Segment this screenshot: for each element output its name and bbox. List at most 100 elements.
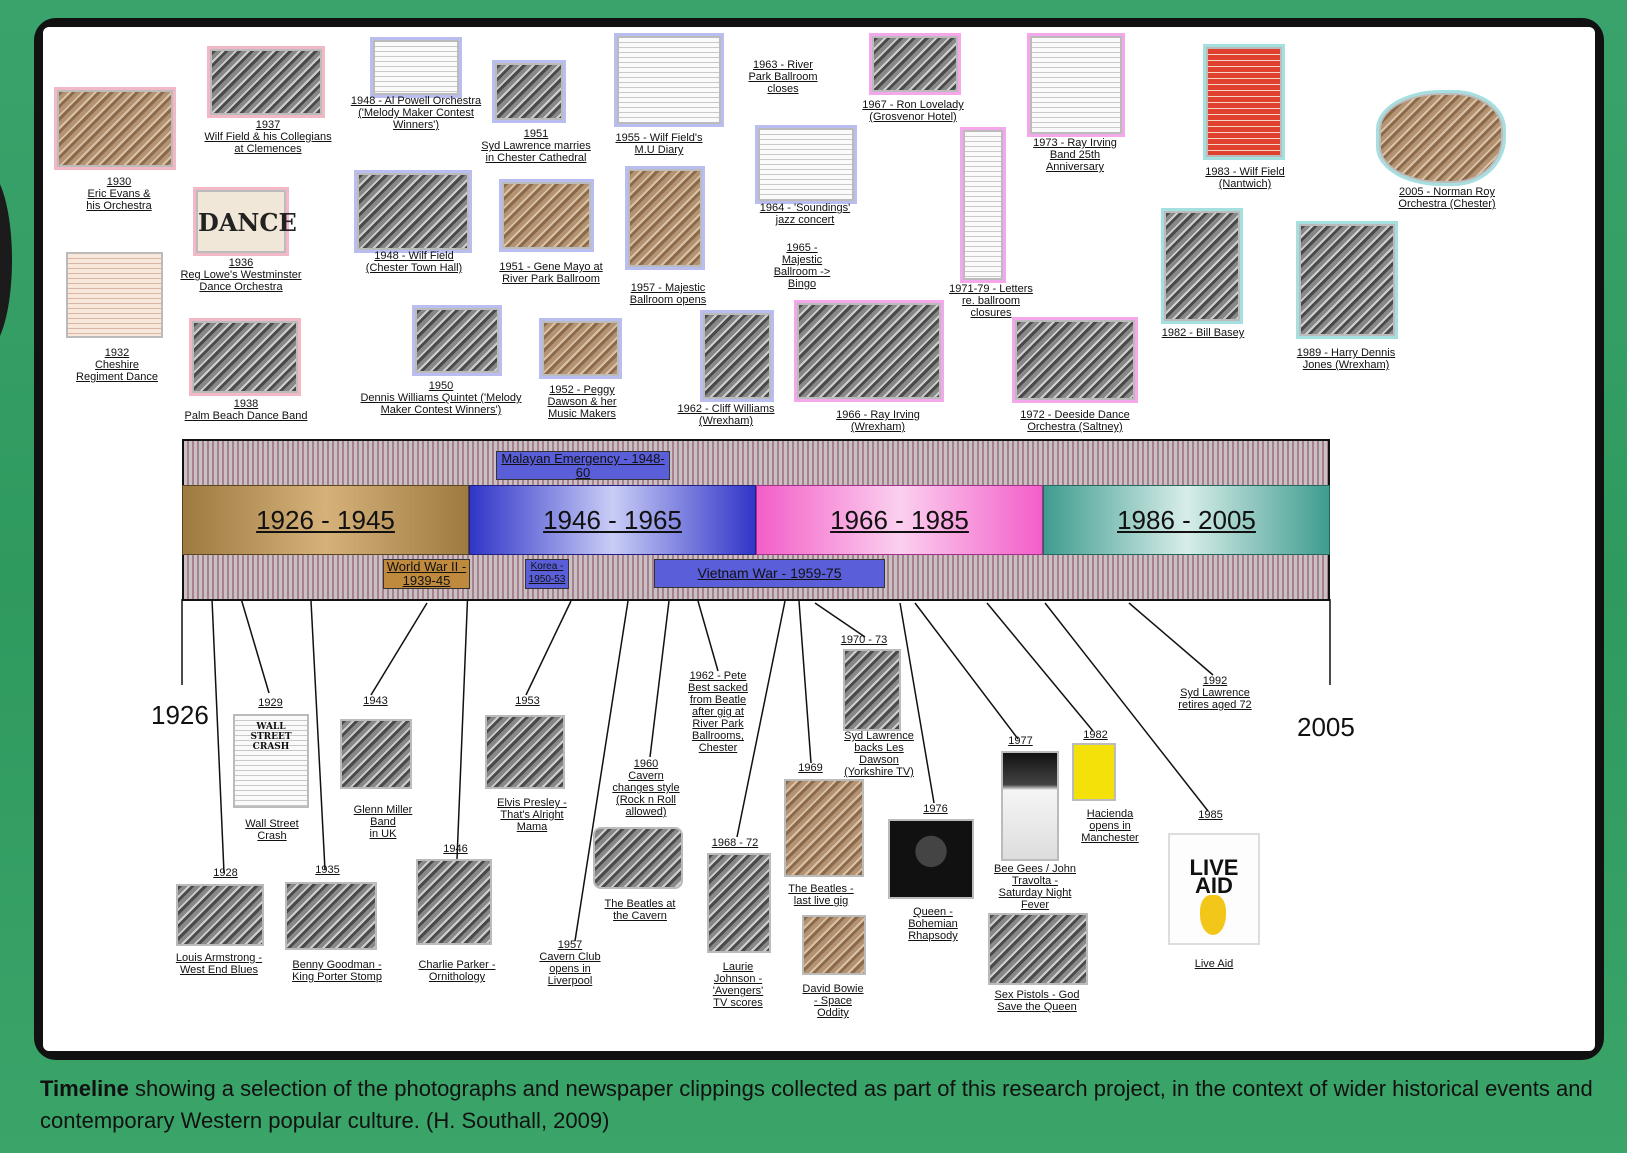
caption-1943: Glenn Miller Band in UK xyxy=(353,804,413,840)
label-1962-cliff-williams: 1962 - Cliff Williams (Wrexham) xyxy=(677,403,775,427)
conn-1946 xyxy=(456,586,469,860)
label-1971: 1971-79 - Letters re. ballroom closures xyxy=(949,283,1033,319)
caption-1976: Queen - Bohemian Rhapsody xyxy=(908,906,958,942)
label-1966: 1966 - Ray Irving (Wrexham) xyxy=(836,409,920,433)
label-1950: 1950 Dennis Williams Quintet ('Melody Ma… xyxy=(360,380,522,416)
year-1946: 1946 xyxy=(443,843,468,855)
year-1970: 1970 - 73 xyxy=(840,634,888,646)
photo-2005-norman-roy xyxy=(1379,93,1503,183)
conn-1960 xyxy=(649,600,670,758)
caption-1982: Hacienda opens in Manchester xyxy=(1081,808,1139,844)
label-1957: 1957 - Majestic Ballroom opens xyxy=(629,282,707,306)
era-1926-1945: 1926 - 1945 xyxy=(182,485,469,555)
photo-1962-cliff-williams xyxy=(703,313,771,399)
conn-1929 xyxy=(239,594,270,694)
event-korea: Korea - 1950-53 xyxy=(525,559,569,589)
photo-1951-gene-mayo xyxy=(502,182,591,249)
photo-1973-newspaper xyxy=(1030,36,1122,134)
figure-caption: Timeline showing a selection of the phot… xyxy=(40,1073,1600,1137)
label-1989: 1989 - Harry Dennis Jones (Wrexham) xyxy=(1296,347,1396,371)
caption-1969: The Beatles - last live gig xyxy=(788,883,854,907)
photo-david-bowie xyxy=(802,915,866,975)
caption-1962-pete-best: 1962 - Pete Best sacked from Beatle afte… xyxy=(688,670,748,754)
event-vietnam-war: Vietnam War - 1959-75 xyxy=(654,559,885,588)
photo-1952 xyxy=(542,321,619,376)
axis-end-year: 2005 xyxy=(1297,712,1355,742)
caption-1977: Bee Gees / John Travolta - Saturday Nigh… xyxy=(994,863,1076,911)
conn-1928 xyxy=(211,598,225,874)
label-1938: 1938 Palm Beach Dance Band xyxy=(184,398,308,422)
caption-1928: Louis Armstrong - West End Blues xyxy=(175,952,263,976)
photo-1966-ray-irving xyxy=(797,303,941,399)
year-1977: 1977 xyxy=(1008,735,1033,747)
photo-1938 xyxy=(192,321,298,393)
photo-1967-ron-lovelady xyxy=(872,36,958,92)
year-1929: 1929 xyxy=(258,697,283,709)
photo-1989-harry-dennis xyxy=(1299,224,1395,336)
label-1965: 1965 - Majestic Ballroom -> Bingo xyxy=(773,242,831,290)
photo-1982-bill-basey xyxy=(1164,211,1240,321)
photo-laurie-johnson xyxy=(707,853,771,953)
label-1973: 1973 - Ray Irving Band 25th Anniversary xyxy=(1033,137,1117,173)
conn-1982 xyxy=(986,602,1094,732)
timeline-panel: 1930 Eric Evans & his Orchestra 1932 Che… xyxy=(43,27,1595,1051)
label-1948-al-powell: 1948 - Al Powell Orchestra ('Melody Make… xyxy=(350,95,482,131)
photo-beatles-last-gig xyxy=(784,779,864,877)
year-1943: 1943 xyxy=(363,695,388,707)
conn-1962 xyxy=(697,600,719,672)
guitar-africa-icon xyxy=(1200,895,1226,935)
conn-1969 xyxy=(798,600,812,764)
caption-1953: Elvis Presley - That's Alright Mama xyxy=(497,797,567,833)
photo-benny-goodman xyxy=(285,882,377,950)
caption-1946: Charlie Parker - Ornithology xyxy=(418,959,496,983)
edge-decoration xyxy=(0,170,12,350)
caption-1957: 1957 Cavern Club opens in Liverpool xyxy=(539,939,601,987)
label-2005: 2005 - Norman Roy Orchestra (Chester) xyxy=(1398,186,1496,210)
label-1963: 1963 - River Park Ballroom closes xyxy=(748,59,818,95)
year-1969: 1969 xyxy=(798,762,823,774)
photo-1964-soundings xyxy=(758,128,854,201)
photo-saturday-night-fever xyxy=(1001,751,1059,861)
photo-1951-syd-lawrence xyxy=(495,63,563,120)
caption-bowie: David Bowie - Space Oddity xyxy=(802,983,864,1019)
year-1985: 1985 xyxy=(1198,809,1223,821)
year-1935: 1935 xyxy=(315,864,340,876)
caption-1970: Syd Lawrence backs Les Dawson (Yorkshire… xyxy=(844,730,914,778)
caption-beatles-cavern: The Beatles at the Cavern xyxy=(604,898,676,922)
conn-1953 xyxy=(525,600,572,696)
photo-les-dawson xyxy=(843,649,901,731)
era-1986-2005: 1986 - 2005 xyxy=(1043,485,1330,555)
year-1976: 1976 xyxy=(923,803,948,815)
photo-louis-armstrong xyxy=(176,884,264,946)
photo-1983-poster xyxy=(1206,47,1282,157)
photo-1948-al-powell xyxy=(373,40,459,95)
photo-beatles-cavern xyxy=(593,827,683,889)
photo-1971-letters xyxy=(963,130,1003,280)
year-1982: 1982 xyxy=(1083,729,1108,741)
photo-wall-street-crash: WALL STREET CRASH xyxy=(233,714,309,808)
year-1928: 1928 xyxy=(213,867,238,879)
label-1955: 1955 - Wilf Field's M.U Diary xyxy=(615,132,703,156)
label-1948-wilf-field: 1948 - Wilf Field (Chester Town Hall) xyxy=(365,250,463,274)
photo-1937 xyxy=(210,49,322,115)
caption-text: showing a selection of the photographs a… xyxy=(40,1076,1593,1133)
label-1952: 1952 - Peggy Dawson & her Music Makers xyxy=(547,384,617,420)
label-1930: 1930 Eric Evans & his Orchestra xyxy=(86,176,152,212)
caption-bold: Timeline xyxy=(40,1076,129,1101)
axis-start-year: 1926 xyxy=(151,700,209,730)
label-1972: 1972 - Deeside Dance Orchestra (Saltney) xyxy=(1020,409,1130,433)
dance-poster-text: DANCE xyxy=(198,208,297,237)
photo-elvis-presley xyxy=(485,715,565,789)
photo-glenn-miller xyxy=(340,719,412,789)
event-world-war-ii: World War II - 1939-45 xyxy=(383,559,470,589)
photo-1932 xyxy=(66,252,163,338)
live-aid-logo-text: LIVE AID xyxy=(1189,855,1239,898)
label-1937: 1937 Wilf Field & his Collegians at Clem… xyxy=(204,119,332,155)
caption-1992: 1992 Syd Lawrence retires aged 72 xyxy=(1178,675,1252,711)
conn-1943 xyxy=(370,602,428,696)
caption-1968: Laurie Johnson - 'Avengers' TV scores xyxy=(712,961,764,1009)
caption-1960: 1960 Cavern changes style (Rock n Roll a… xyxy=(612,758,680,818)
conn-1935 xyxy=(310,600,326,871)
photo-1936-dance-poster: DANCE xyxy=(196,190,297,253)
conn-1970 xyxy=(814,602,866,638)
